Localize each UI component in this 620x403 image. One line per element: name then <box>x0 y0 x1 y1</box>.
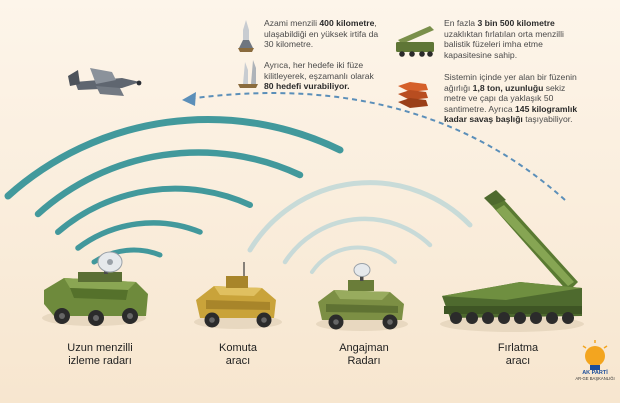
radar-dish-icon <box>97 251 123 274</box>
info-range-bold: 400 kilometre <box>319 18 375 28</box>
label-line: aracı <box>505 355 531 367</box>
info-ballistic-bold: 3 bin 500 kilometre <box>477 18 555 28</box>
label-line: Angajman <box>339 342 389 354</box>
label-line: Komuta <box>219 342 257 354</box>
label-line: aracı <box>225 355 251 367</box>
info-missile-text-mid: sekiz metre ve çapı da yaklaşık 50 santi… <box>444 82 566 114</box>
logo-party-name: AK PARTİ <box>582 370 608 376</box>
label-line: Fırlatma <box>497 342 539 354</box>
info-range-text-end: , ulaşabildiği en yüksek irtifa da 30 ki… <box>264 18 379 50</box>
command-vehicle <box>194 262 282 329</box>
info-missile: Sistemin içinde yer alan bir füzenin ağı… <box>444 72 586 125</box>
radar-waves-large <box>4 116 344 265</box>
long-range-radar-vehicle <box>42 251 148 326</box>
launcher-truck-icon <box>396 26 434 57</box>
info-ballistic-text: En fazla <box>444 18 478 28</box>
radar-dish-icon <box>353 263 371 281</box>
label-line: Uzun menzilli <box>67 342 133 354</box>
ak-party-logo: AK PARTİ AR-GE BAŞKANLIĞI <box>574 338 616 398</box>
label-line: izleme radarı <box>68 355 132 367</box>
info-range-text: Azami menzili <box>264 18 320 28</box>
radar-waves-small <box>247 180 473 274</box>
info-targets-bold: 80 hedefi vurabiliyor. <box>264 81 350 92</box>
missile-icon <box>238 20 254 52</box>
info-missile-bold-warhead: 145 kilogramlık kadar savaş başlığı <box>444 103 578 125</box>
info-missile-text: Sistemin içinde yer alan bir füzenin ağı… <box>444 72 577 93</box>
info-targets: Ayrıca, her hedefe iki füze kilitleyerek… <box>264 60 384 92</box>
label-line: Radarı <box>347 355 381 367</box>
label-launcher-vehicle: Fırlatma aracı <box>480 342 556 368</box>
target-arrow <box>182 92 566 201</box>
drone-icon <box>68 68 142 96</box>
missile-pair-icon <box>238 60 258 88</box>
info-ballistic-text-end: uzaklıktan fırlatılan orta menzilli bali… <box>444 28 564 60</box>
ak-party-bulb-icon <box>582 340 608 370</box>
info-range: Azami menzili 400 kilometre, ulaşabildiğ… <box>264 18 384 50</box>
label-engagement-radar: Angajman Radarı <box>326 342 402 368</box>
launcher-vehicle <box>440 190 584 332</box>
info-ballistic: En fazla 3 bin 500 kilometre uzaklıktan … <box>444 18 582 60</box>
label-command-vehicle: Komuta aracı <box>202 342 274 368</box>
engagement-radar-vehicle <box>316 263 408 331</box>
info-targets-text: Ayrıca, her hedefe iki füze kilitleyerek… <box>264 60 374 81</box>
logo-office-name: AR-GE BAŞKANLIĞI <box>575 376 615 381</box>
label-long-range-radar: Uzun menzilli izleme radarı <box>54 342 146 368</box>
warhead-stack-icon <box>398 82 428 108</box>
info-missile-text-end: taşıyabiliyor. <box>522 114 573 125</box>
info-missile-bold-weight: 1,8 ton, uzunluğu <box>472 82 544 93</box>
